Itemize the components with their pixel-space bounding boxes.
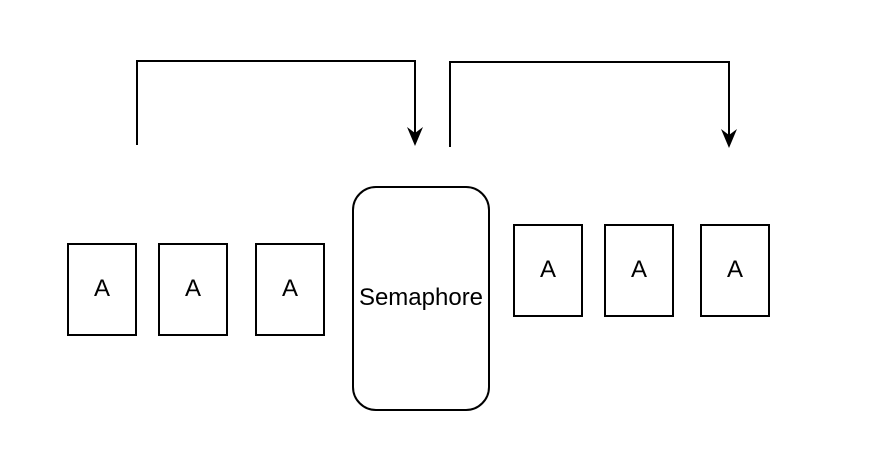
right-queue-box-1-label: A (539, 256, 556, 284)
semaphore-box: Semaphore (352, 186, 490, 411)
left-queue-box-2-label: A (184, 275, 201, 303)
left-queue-box-3: A (255, 243, 325, 336)
semaphore-label: Semaphore (358, 284, 484, 312)
right-queue-box-1: A (513, 224, 583, 317)
left-queue-box-1: A (67, 243, 137, 336)
down-arrow-to-right-queue-icon (449, 61, 737, 148)
left-queue-box-2: A (158, 243, 228, 336)
down-arrow-to-semaphore-icon (136, 60, 423, 146)
left-queue-box-1-label: A (93, 275, 110, 303)
left-queue-box-3-label: A (281, 275, 298, 303)
right-queue-box-3-label: A (726, 256, 743, 284)
right-queue-box-2: A (604, 224, 674, 317)
right-queue-box-2-label: A (630, 256, 647, 284)
right-queue-box-3: A (700, 224, 770, 317)
